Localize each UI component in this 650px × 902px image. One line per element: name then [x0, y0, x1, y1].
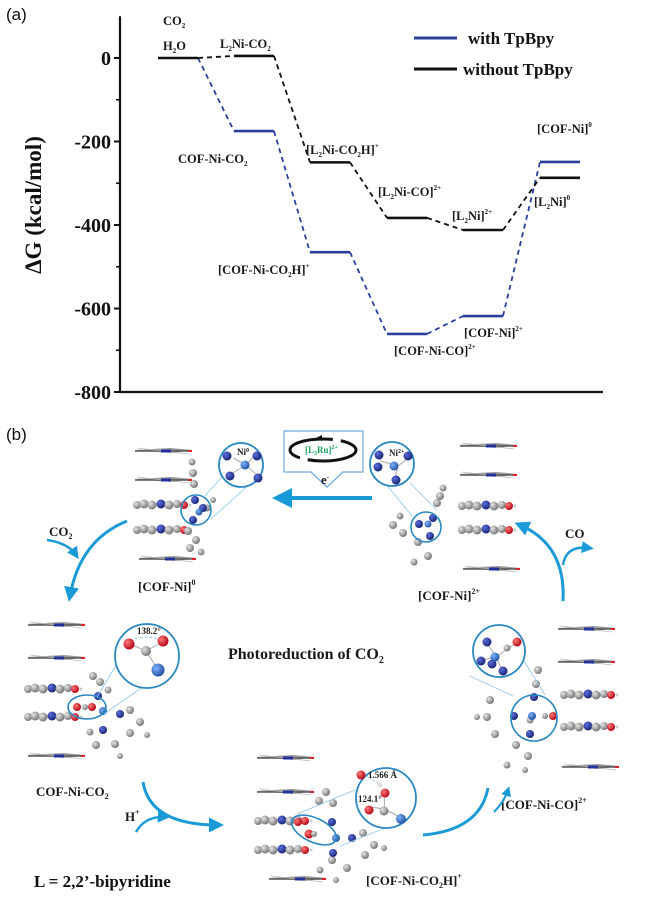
- connector-without-1: [197, 55, 235, 59]
- cycle-arrowhead-icon: [316, 435, 322, 441]
- y-tick-label: 0: [101, 48, 111, 70]
- label-cof-ni-0: [COF-Ni]0: [138, 578, 195, 594]
- photosensitizer-box: [L3Ru]2+ e-: [283, 430, 364, 488]
- angle-124: 124.1°: [358, 794, 382, 804]
- label-l2ni-co2h: [L2Ni-CO2H]+: [306, 142, 379, 159]
- cycle-arrow-icon: [288, 437, 358, 463]
- structure-cof-ni-0: Ni0: [132, 442, 264, 563]
- inset-ni0-label: Ni0: [237, 447, 249, 457]
- label-cof-ni-co: [COF-Ni-CO]2+: [501, 796, 587, 812]
- scheme-title: Photoreduction of CO2: [228, 646, 384, 666]
- label-cof-ni-co: [COF-Ni-CO]2+: [394, 343, 476, 358]
- y-tick-label: -200: [74, 132, 111, 154]
- connector-with-4: [426, 315, 464, 335]
- angle-138: 138.2°: [137, 626, 161, 636]
- structure-cof-ni-co2: 138.2°: [24, 621, 180, 760]
- connector-without-5: [502, 177, 541, 231]
- label-co2: CO2: [163, 14, 186, 30]
- label-cof-ni-co2h: [COF-Ni-CO2H]+: [218, 262, 310, 279]
- panel-a-label: (a): [6, 5, 27, 24]
- h-in-arrow: [134, 810, 170, 833]
- label-cof-ni-co2: COF-Ni-CO2: [36, 784, 109, 801]
- connector-without-4: [426, 217, 464, 231]
- reagent-co2: CO2: [49, 524, 73, 541]
- photosensitizer-label: [L3Ru]2+: [305, 445, 339, 457]
- label-l2ni-co2: L2Ni-CO2: [220, 37, 271, 53]
- bond-length-1566: 1.566 Å: [368, 770, 398, 780]
- y-tick-label: -400: [74, 215, 111, 237]
- connector-with-1: [197, 57, 235, 132]
- legend: with TpBpy without TpBpy: [414, 29, 573, 79]
- label-cof-ni-2plus: [COF-Ni]2+: [418, 587, 480, 603]
- y-axis: 0 -200 -400 -600 -800: [74, 16, 603, 404]
- legend-label-without: without TpBpy: [463, 60, 573, 79]
- label-cof-ni-2plus: [COF-Ni]2+: [464, 325, 523, 340]
- structure-cof-ni-co: [469, 624, 621, 773]
- to-cof-ni-co-arrowhead: [493, 786, 511, 813]
- co-out-arrow: [561, 541, 594, 566]
- reagent-co: CO: [565, 526, 585, 541]
- ligand-definition: L = 2,2’-bipyridine: [34, 872, 171, 891]
- label-cof-ni-0: [COF-Ni]0: [537, 121, 592, 136]
- structure-cof-ni-co2h: 1.566 Å 124.1°: [254, 754, 417, 883]
- reagent-h-plus: H+: [125, 808, 140, 824]
- connector-without-3: [349, 161, 388, 219]
- co2-in-arrow: [46, 538, 79, 559]
- label-cof-ni-co2h: [COF-Ni-CO2H]+: [366, 872, 462, 890]
- legend-label-with: with TpBpy: [468, 29, 555, 48]
- connector-without-2: [273, 55, 311, 163]
- electron-label: e-: [321, 472, 330, 487]
- y-tick-label: -800: [74, 382, 111, 404]
- label-cof-ni-co2: COF-Ni-CO2: [178, 152, 248, 168]
- label-l2ni-co: [L2Ni-CO]2+: [378, 184, 441, 201]
- y-axis-label: ΔG (kcal/mol): [21, 136, 46, 274]
- label-l2ni-2plus: [L2Ni]2+: [452, 208, 492, 225]
- inset-ni2plus-label: Ni2+: [389, 448, 405, 458]
- co-release-path-arrow: [422, 787, 490, 837]
- connector-with-2: [273, 130, 311, 253]
- label-h2o: H2O: [163, 39, 186, 55]
- y-tick-label: -600: [74, 299, 111, 321]
- connector-with-3: [349, 251, 388, 335]
- co2-uptake-arrow: [64, 519, 128, 602]
- panel-b-label: (b): [6, 425, 27, 444]
- energy-levels: [158, 54, 580, 336]
- structure-cof-ni-2plus: Ni2+: [369, 441, 522, 573]
- label-l2ni-0: [L2Ni]0: [534, 194, 571, 211]
- co-release-arrow: [514, 521, 565, 602]
